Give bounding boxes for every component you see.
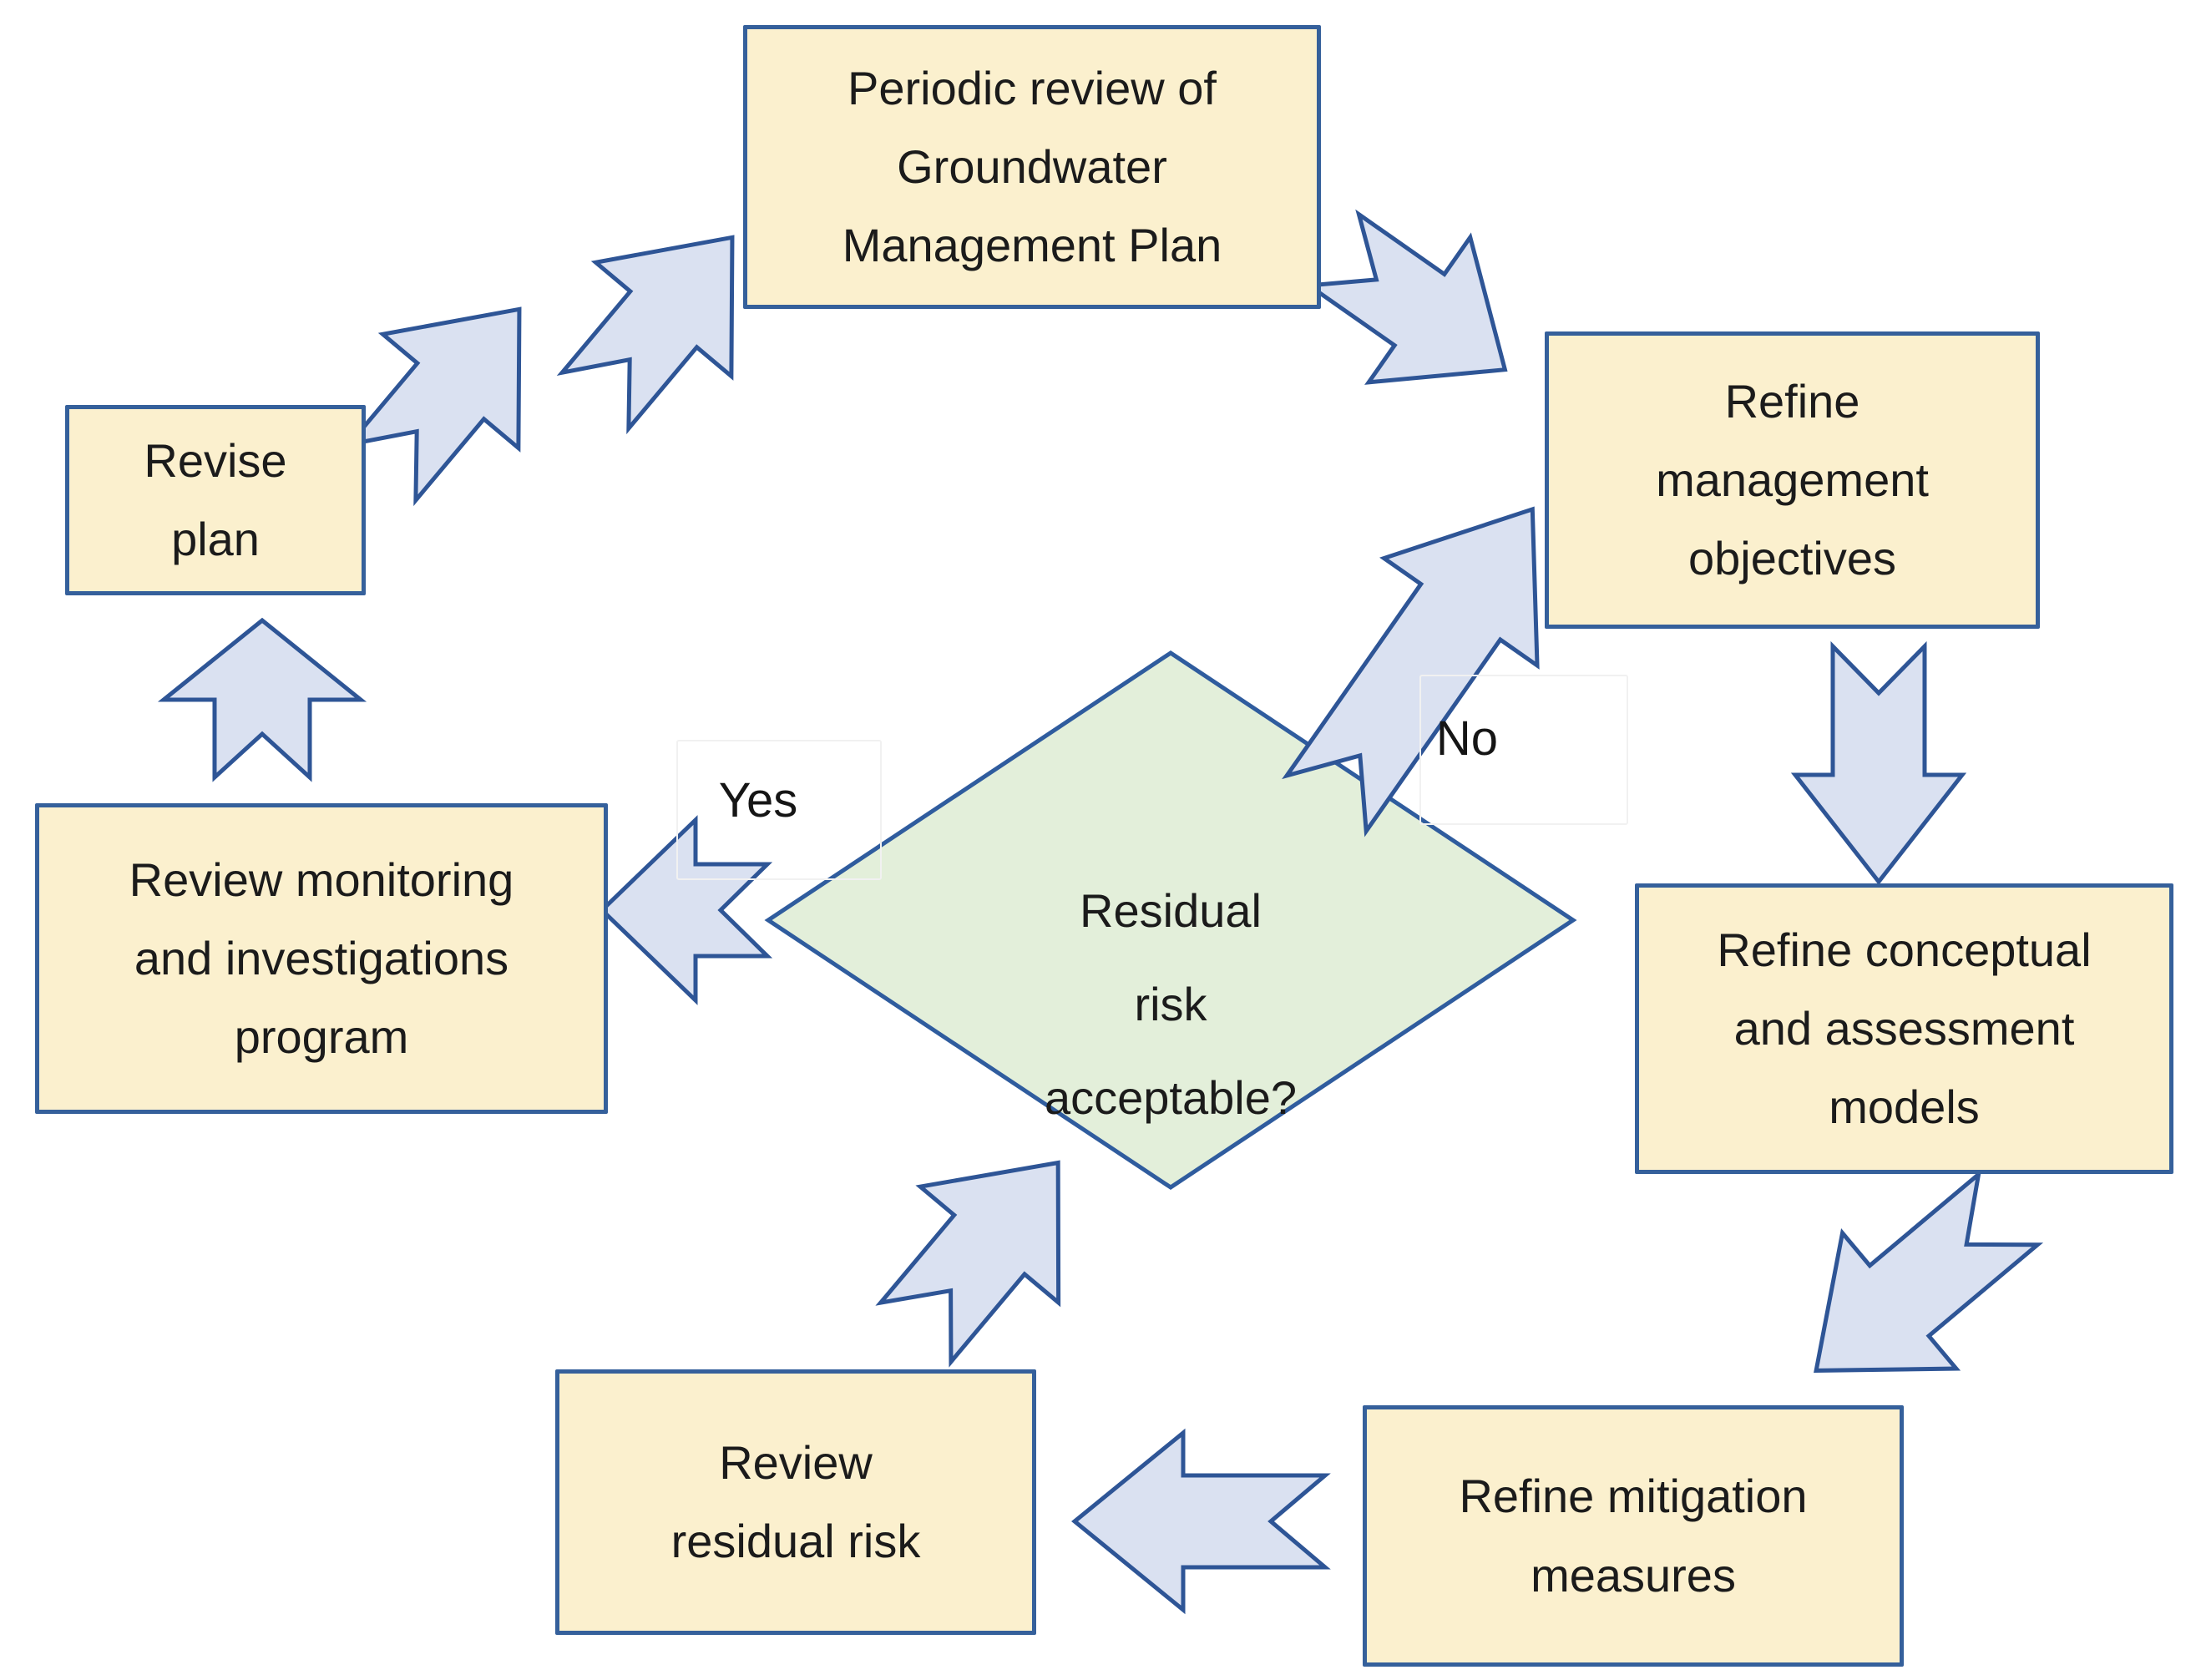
node-text-line: and assessment: [1733, 1001, 2075, 1055]
arrow-decision-to-objectives-no: [1282, 506, 1540, 837]
no-label-textbox-outline: [1419, 675, 1628, 825]
node-text-line: and investigations: [134, 931, 509, 984]
node-refine-models: Refine conceptual and assessment models: [1635, 883, 2173, 1174]
edge-label-yes: Yes: [718, 773, 798, 827]
yes-label-textbox-outline: [676, 740, 882, 880]
node-text-line: management: [1656, 453, 1929, 506]
node-text-line: measures: [1531, 1548, 1736, 1602]
arrow-decision-to-monitoring-yes: [599, 815, 773, 1005]
node-text-line: Review monitoring: [129, 853, 514, 906]
node-refine-objectives: Refine management objectives: [1545, 331, 2040, 629]
edge-label-no: No: [1435, 711, 1499, 766]
node-periodic-review: Periodic review of Groundwater Managemen…: [743, 25, 1321, 309]
node-text-line: models: [1829, 1080, 1980, 1134]
node-text-line: program: [234, 1010, 409, 1064]
arrow-revise-to-periodic-b: [556, 235, 735, 435]
node-text-line: Refine: [1724, 374, 1860, 428]
node-review-residual-risk: Review residual risk: [555, 1369, 1036, 1635]
node-text-line: objectives: [1687, 532, 1897, 585]
node-revise-plan: Revise plan: [65, 405, 366, 595]
decision-text-line: acceptable?: [1044, 1071, 1297, 1124]
node-text-line: Review: [719, 1435, 873, 1489]
arrow-monitoring-to-revise: [157, 617, 367, 782]
arrow-revise-to-periodic-a: [343, 306, 522, 507]
node-text-line: residual risk: [670, 1515, 921, 1567]
node-refine-mitigation: Refine mitigation measures: [1363, 1405, 1904, 1667]
arrow-models-to-mitigation: [1814, 1169, 2044, 1373]
node-text-line: Refine mitigation: [1459, 1470, 1808, 1523]
node-text-line: Periodic review of: [848, 61, 1217, 114]
arrow-objectives-to-models: [1790, 640, 1967, 886]
arrow-mitigation-to-review-risk: [1071, 1428, 1331, 1615]
arrow-review-risk-to-decision: [875, 1160, 1061, 1368]
node-text-line: Management Plan: [842, 219, 1222, 272]
node-text-line: Refine conceptual: [1717, 923, 2092, 976]
decision-diamond-text: Residual risk acceptable?: [920, 864, 1421, 1145]
node-text-line: Groundwater: [897, 139, 1167, 193]
node-text-line: plan: [171, 513, 260, 565]
decision-text-line: Residual: [1080, 884, 1262, 937]
arrow-layer: [157, 209, 2044, 1615]
decision-text-line: risk: [1134, 978, 1207, 1030]
node-text-line: Revise: [144, 433, 287, 487]
arrow-periodic-to-objectives: [1303, 209, 1508, 385]
node-review-monitoring: Review monitoring and investigations pro…: [35, 803, 608, 1114]
